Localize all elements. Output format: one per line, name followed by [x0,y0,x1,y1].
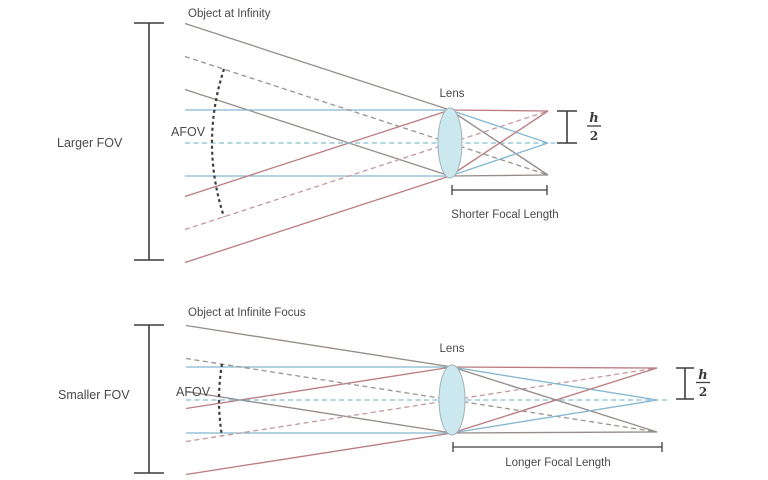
blue-ray [449,109,549,144]
blue-ray [451,399,658,434]
red-ray [185,366,453,410]
red-ray [184,175,451,264]
lens-ellipse [438,364,466,436]
blue-ray [451,366,658,401]
gray-ray [185,390,453,434]
fraction-numerator: h [698,368,707,383]
gray-chief-ray-dashed [184,55,549,176]
lens-label: Lens [440,343,465,355]
fov-label: Smaller FOV [58,388,130,402]
red-ray [451,366,658,369]
image-height-bracket [557,110,577,144]
red-ray [184,109,451,198]
object-label: Object at Infinite Focus [188,307,306,319]
blue-ray [449,142,549,177]
lens-label: Lens [440,88,465,100]
red-ray [449,110,549,177]
gray-ray [449,109,549,176]
fov-extent-bracket [134,22,164,261]
red-chief-ray-dashed [184,110,549,231]
fraction-denominator: 2 [699,385,707,399]
afov-arc [217,363,224,437]
fov-label: Larger FOV [57,136,123,150]
gray-ray [451,431,658,434]
red-chief-ray-dashed [185,367,658,443]
gray-ray [449,174,549,177]
focal-length-label: Shorter Focal Length [451,209,558,221]
afov-arc [210,68,226,218]
fraction-denominator: 2 [590,129,598,143]
image-height-bracket [676,367,694,400]
gray-ray [184,88,451,177]
gray-chief-ray-dashed [185,357,658,433]
focal-length-dimension [452,442,663,452]
gray-ray [185,324,453,368]
red-ray [449,109,549,112]
red-ray [185,432,453,476]
red-ray [451,367,658,434]
object-label: Object at Infinity [188,8,271,20]
gray-ray [451,366,658,433]
gray-ray [184,22,451,111]
focal-length-dimension [451,185,548,195]
afov-label: AFOV [176,385,211,399]
lens-ellipse [437,107,463,179]
image-height-fraction: h 2 [696,368,710,399]
larger-fov-diagram: Lens AFOV Larger FOV Object at Infinity … [57,8,601,264]
smaller-fov-diagram: Lens AFOV Smaller FOV Object at Infinite… [58,307,710,476]
image-height-fraction: h 2 [587,111,601,143]
fov-extent-bracket [134,324,164,474]
focal-length-label: Longer Focal Length [505,457,611,469]
afov-label: AFOV [171,125,206,139]
fraction-numerator: h [589,111,598,126]
